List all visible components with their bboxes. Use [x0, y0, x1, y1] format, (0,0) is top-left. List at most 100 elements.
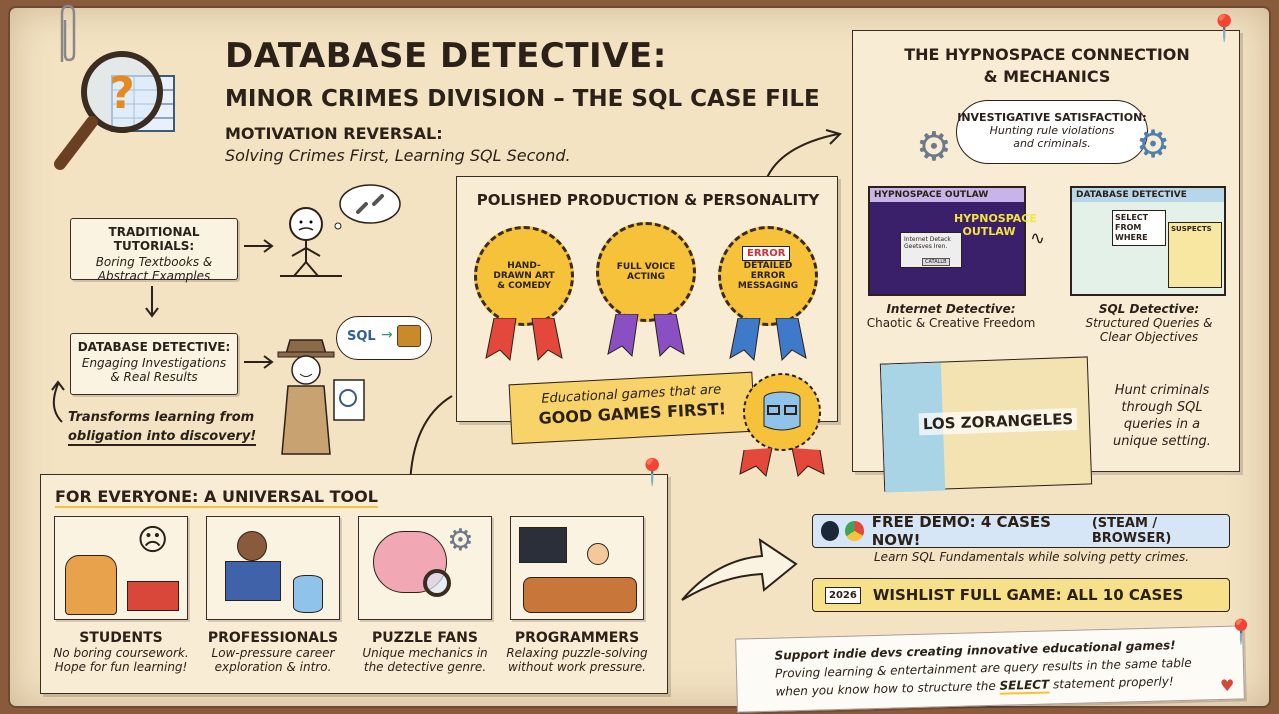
traditional-title: TRADITIONAL TUTORIALS:	[108, 225, 200, 253]
dd-window: DATABASE DETECTIVE SELECT FROM WHERE SUS…	[1070, 186, 1226, 296]
pushpin-icon: 📍	[1208, 14, 1241, 44]
professionals-illustration	[206, 516, 340, 620]
svg-text:?: ?	[109, 68, 135, 119]
demo-label: FREE DEMO: 4 CASES NOW!	[871, 513, 1051, 549]
bubble-sql-text: SQL	[347, 329, 376, 344]
curved-arrow-icon	[51, 380, 65, 423]
traditional-card: TRADITIONAL TUTORIALS: Boring Textbooks …	[70, 218, 238, 283]
motivation-title: MOTIVATION REVERSAL:	[225, 124, 443, 143]
database-mascot-badge-icon	[739, 373, 825, 478]
window2-title: DATABASE DETECTIVE	[1072, 188, 1224, 202]
pushpin-icon: 📍	[1226, 618, 1256, 646]
window1-title: HYPNOSPACE OUTLAW	[870, 188, 1024, 202]
gear-icon: ⚙	[1136, 122, 1171, 166]
sad-student-icon	[280, 207, 342, 277]
pushpin-icon: 📍	[636, 458, 669, 488]
programmers-desc: Relaxing puzzle-solving without work pre…	[506, 646, 648, 674]
dd-title: DATABASE DETECTIVE:	[77, 340, 231, 354]
broken-chain-bubble-icon	[334, 184, 401, 230]
badge-art-label: HAND-DRAWN ART & COMEDY	[493, 261, 555, 291]
window2-suspects: SUSPECTS	[1168, 222, 1222, 288]
window2-suspects-label: SUSPECTS	[1171, 225, 1212, 233]
map-label: LOS ZORANGELES	[918, 407, 1078, 436]
caption1-text: Chaotic & Creative Freedom	[866, 316, 1036, 330]
badge-error: DETAILED ERROR MESSAGING	[718, 226, 818, 326]
sad-face-icon: ☹	[137, 523, 169, 558]
monitor-icon	[519, 527, 567, 563]
audience-programmers: PROGRAMMERS Relaxing puzzle-solving with…	[506, 630, 648, 674]
demo-sub: Learn SQL Fundamentals while solving pet…	[874, 550, 1190, 564]
students-desc: No boring coursework. Hope for fun learn…	[53, 646, 189, 674]
gear-icon: ⚙	[447, 523, 474, 558]
sql-thought-bubble: SQL →	[336, 316, 432, 360]
badge-error-label: DETAILED ERROR MESSAGING	[737, 261, 799, 291]
suit-icon	[225, 561, 281, 601]
caption2-text: Structured Queries & Clear Objectives	[1085, 316, 1213, 344]
motivation-text: Solving Crimes First, Learning SQL Secon…	[225, 146, 571, 165]
puzzle-fans-title: PUZZLE FANS	[372, 630, 478, 646]
hypnospace-title-1: THE HYPNOSPACE CONNECTION	[904, 45, 1190, 64]
wishlist-year: 2026	[825, 586, 861, 604]
couch-icon	[523, 577, 637, 613]
person-head-icon	[237, 531, 267, 561]
dd-text: Engaging Investigations & Real Results	[81, 356, 227, 384]
steam-icon	[821, 521, 840, 541]
main-title: DATABASE DETECTIVE:	[225, 36, 667, 76]
arrow-right-icon	[244, 239, 274, 253]
production-title: POLISHED PRODUCTION & PERSONALITY	[476, 191, 820, 209]
window1-logo: HYPNOSPACE OUTLAW	[954, 212, 1037, 238]
treasure-chest-icon	[397, 325, 421, 347]
good-games-banner: Educational games that are GOOD GAMES FI…	[508, 371, 756, 445]
puzzle-fans-desc: Unique mechanics in the detective genre.	[362, 646, 488, 674]
ribbon-purple-icon	[607, 314, 685, 358]
badge-voice: FULL VOICE ACTING	[596, 222, 696, 322]
gear-icon: ⚙	[916, 124, 952, 170]
caption2: SQL Detective: Structured Queries & Clea…	[1074, 302, 1224, 344]
audience-students: STUDENTS No boring coursework. Hope for …	[50, 630, 192, 674]
window1-popup-button[interactable]: CATALLB	[922, 258, 950, 266]
satisfaction-text: Hunting rule violations and criminals.	[989, 124, 1115, 150]
arrow-down-icon	[145, 286, 159, 318]
city-map: LOS ZORANGELES	[879, 356, 1093, 493]
arrow-icon: →	[381, 327, 393, 343]
brain-icon	[373, 531, 447, 593]
free-demo-button[interactable]: FREE DEMO: 4 CASES NOW! (STEAM / BROWSER…	[812, 513, 1230, 549]
hypnospace-title-2: & MECHANICS	[983, 67, 1111, 86]
magnifier-question-icon: ?	[54, 51, 175, 170]
dd-card: DATABASE DETECTIVE: Engaging Investigati…	[70, 333, 238, 395]
badge-voice-label: FULL VOICE ACTING	[616, 262, 676, 282]
caption1-title: Internet Detective:	[886, 302, 1016, 316]
ribbon-red-icon	[485, 318, 563, 362]
window1-popup-text: Internet Detack Geetsves Iren.	[904, 236, 951, 250]
window2-query: SELECT FROM WHERE	[1112, 210, 1166, 246]
students-title: STUDENTS	[79, 630, 163, 646]
hypnospace-window: HYPNOSPACE OUTLAW HYPNOSPACE OUTLAW Inte…	[868, 186, 1037, 296]
transform-text-1: Transforms learning from	[68, 410, 255, 425]
database-icon	[293, 575, 323, 613]
error-tag: ERROR	[742, 246, 791, 261]
big-arrow-icon	[681, 537, 798, 601]
demo-platforms: (STEAM / BROWSER)	[1091, 516, 1172, 546]
audience-professionals: PROFESSIONALS Low-pressure career explor…	[202, 630, 344, 674]
note-line3-post: statement properly!	[1049, 674, 1174, 692]
programmers-title: PROGRAMMERS	[514, 630, 640, 646]
note-paper: Support indie devs creating innovative e…	[735, 625, 1245, 713]
wishlist-button[interactable]: 2026 WISHLIST FULL GAME: ALL 10 CASES	[812, 578, 1230, 612]
students-illustration: ☹	[54, 516, 188, 620]
professionals-title: PROFESSIONALS	[207, 630, 339, 646]
paperclip-icon	[60, 4, 76, 62]
note-line3-keyword: SELECT	[999, 677, 1050, 695]
curved-arrow-icon	[765, 129, 842, 181]
backpack-icon	[65, 555, 117, 615]
chrome-icon	[845, 521, 864, 541]
audience-title: FOR EVERYONE: A UNIVERSAL TOOL	[55, 487, 378, 508]
audience-puzzle-fans: PUZZLE FANS Unique mechanics in the dete…	[354, 630, 496, 674]
satisfaction-title: INVESTIGATIVE SATISFACTION:	[957, 111, 1147, 124]
satisfaction-bubble: INVESTIGATIVE SATISFACTION: Hunting rule…	[956, 100, 1148, 164]
note-line3-pre: when you know how to structure the	[775, 678, 1000, 699]
caption1: Internet Detective: Chaotic & Creative F…	[866, 302, 1036, 330]
arrow-right-icon	[244, 355, 274, 369]
main-subtitle: MINOR CRIMES DIVISION – THE SQL CASE FIL…	[225, 86, 820, 112]
caption2-title: SQL Detective:	[1098, 302, 1200, 316]
hunt-text: Hunt criminals through SQL queries in a …	[1113, 383, 1211, 449]
